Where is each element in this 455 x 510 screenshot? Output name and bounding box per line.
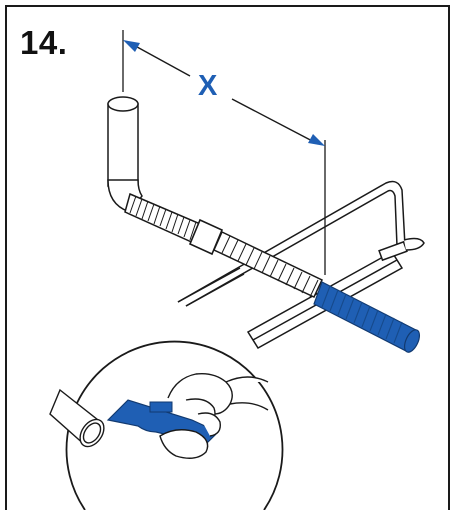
hand-icon	[159, 372, 269, 459]
corrugated-pipe-icon	[107, 96, 421, 353]
tube-end-icon	[49, 388, 105, 448]
hacksaw-front-frame	[177, 267, 245, 307]
dimension-arrow	[123, 40, 325, 146]
arrowhead-right-icon	[308, 134, 325, 146]
arrowhead-left-icon	[123, 40, 140, 52]
dimension-label-x: X	[198, 70, 218, 102]
detail-magnifier	[49, 340, 284, 510]
step-number: 14.	[20, 24, 68, 61]
dimension-lines	[122, 30, 326, 275]
